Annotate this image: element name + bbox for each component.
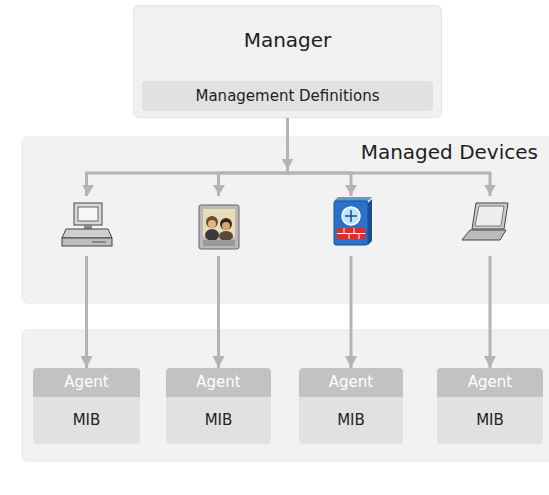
agent-box: AgentMIB (33, 368, 140, 444)
devices-band-ground (22, 137, 549, 303)
video-phone-icon-part (205, 229, 219, 241)
laptop-icon-part (475, 206, 504, 226)
desktop-icon (62, 203, 112, 246)
firewall-icon-part (334, 197, 372, 201)
box-label: Managed Devices (361, 139, 538, 165)
icon-ground-part (325, 196, 377, 256)
mib-label: MIB (337, 397, 365, 444)
desktop-icon-part (62, 238, 112, 246)
mib-label: MIB (476, 397, 504, 444)
icon-ground-part (192, 196, 246, 256)
connector-arrow (87, 118, 288, 368)
video-phone-icon-part (220, 218, 232, 230)
video-phone-icon-part (199, 205, 239, 249)
split-arrowheads-part (282, 159, 294, 169)
desktop-icon-part (78, 207, 98, 221)
definitions-box: Management Definitions (142, 81, 433, 111)
firewall-icon (334, 197, 372, 245)
agent-box: AgentMIB (299, 368, 403, 444)
laptop-icon-part (472, 203, 508, 229)
mib-label: MIB (73, 397, 101, 444)
video-phone-icon-part (208, 220, 216, 228)
video-phone-icon-part (203, 240, 235, 246)
laptop-icon (462, 203, 508, 240)
text-row: MIB (166, 397, 271, 444)
text-row: MIB (299, 397, 403, 444)
split-arrowheads (82, 159, 496, 195)
firewall-icon-part (345, 210, 357, 222)
desktop-icon-part (62, 229, 112, 238)
firewall-icon-part (337, 228, 365, 239)
split-arrowheads-part (345, 185, 357, 195)
desktop-icon-part (74, 203, 102, 225)
box-label: Management Definitions (195, 81, 379, 111)
firewall-icon-part (368, 199, 372, 245)
agent-label: Agent (196, 368, 240, 397)
split-arrowheads-part (82, 185, 94, 195)
video-phone-icon-part (206, 216, 218, 228)
text-row: Agent (166, 368, 271, 397)
video-phone-icon-part (219, 231, 233, 241)
icon-ground-part (60, 196, 116, 256)
icon-ground (60, 196, 516, 256)
desktop-icon-part (92, 242, 106, 243)
laptop-icon-part (462, 230, 506, 240)
video-phone-icon-part (222, 222, 230, 230)
desktop-icon-part (84, 225, 92, 229)
video-phone-icon (199, 205, 239, 249)
mib-label: MIB (205, 397, 233, 444)
text-row: Managed Devices (22, 137, 549, 165)
text-row: Agent (33, 368, 140, 397)
split-arrowheads-part (213, 185, 225, 195)
firewall-icon-part (337, 228, 365, 239)
agent-label: Agent (64, 368, 108, 397)
icon-ground-part (458, 196, 516, 256)
box-label: Manager (244, 26, 332, 54)
text-row: Management Definitions (142, 81, 433, 111)
text-row: MIB (437, 397, 543, 444)
devices-band: Managed Devices (22, 137, 549, 303)
agent-label: Agent (468, 368, 512, 397)
agent-box: AgentMIB (166, 368, 271, 444)
text-row: Agent (299, 368, 403, 397)
firewall-icon-part (334, 201, 368, 245)
agent-label: Agent (329, 368, 373, 397)
firewall-icon-part (342, 207, 360, 225)
text-row: MIB (33, 397, 140, 444)
manager-box: ManagerManagement Definitions (133, 5, 442, 118)
text-row: Manager (134, 6, 441, 54)
agent-box: AgentMIB (437, 368, 543, 444)
split-arrowheads-part (484, 185, 496, 195)
agent-band (22, 330, 549, 461)
text-row: Agent (437, 368, 543, 397)
